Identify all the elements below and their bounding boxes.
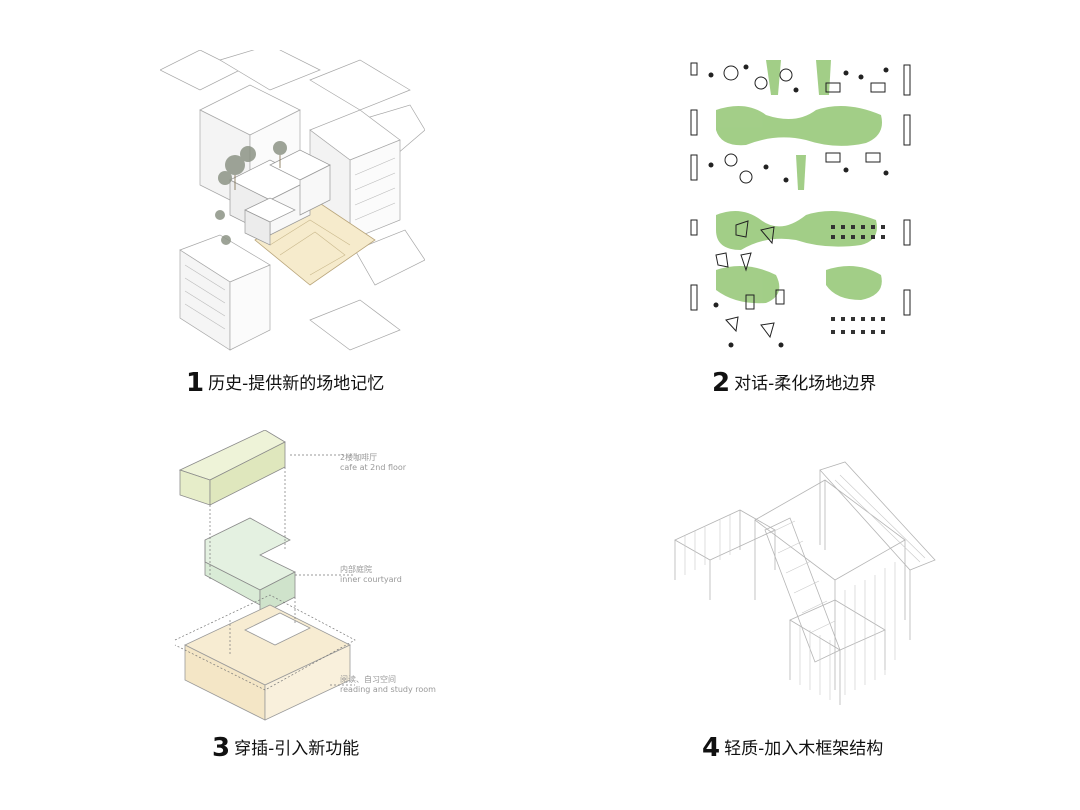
cafe-volume bbox=[178, 430, 286, 506]
courtyard-label-en: inner courtyard bbox=[340, 575, 402, 584]
diagram-1-site-axonometric bbox=[160, 50, 425, 360]
courtyard-volume bbox=[204, 517, 296, 616]
caption-4-text: 轻质-加入木框架结构 bbox=[724, 739, 884, 759]
caption-1-text: 历史-提供新的场地记忆 bbox=[208, 374, 385, 394]
caption-2-text: 对话-柔化场地边界 bbox=[734, 374, 877, 394]
reading-label-en: reading and study room bbox=[340, 685, 436, 694]
reading-volume bbox=[184, 604, 351, 721]
caption-3-number: 3 bbox=[212, 733, 231, 763]
diagram-2-landscape-plan bbox=[686, 55, 916, 355]
cafe-label-en: cafe at 2nd floor bbox=[340, 463, 407, 472]
caption-3-text: 穿插-引入新功能 bbox=[234, 739, 360, 759]
caption-2-number: 2 bbox=[712, 368, 731, 398]
courtyard-label-zh: 内部庭院 bbox=[340, 564, 372, 574]
diagram-3-exploded-volumes: 2楼咖啡厅 cafe at 2nd floor 内部庭院 inner court… bbox=[170, 430, 450, 730]
cafe-label-zh: 2楼咖啡厅 bbox=[340, 452, 377, 462]
caption-4-number: 4 bbox=[702, 733, 721, 763]
reading-label-zh: 阅读、自习空间 bbox=[340, 674, 396, 684]
diagram-4-timber-frame bbox=[670, 450, 940, 710]
caption-1-number: 1 bbox=[186, 368, 205, 398]
